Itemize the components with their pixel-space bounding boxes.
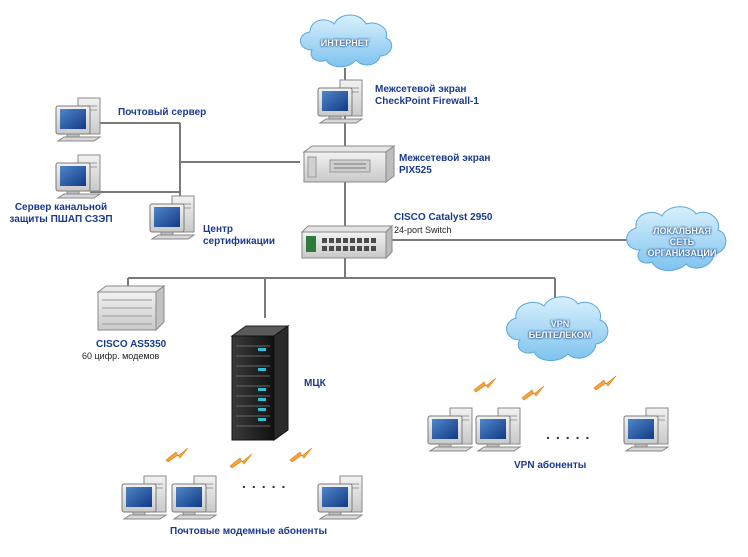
firewall-checkpoint-label-line2: CheckPoint Firewall-1: [375, 96, 479, 107]
vpn-cloud-label-line1: VPN: [550, 319, 570, 329]
catalyst-label: CISCO Catalyst 2950: [394, 212, 493, 223]
modem-subscriber-computer: [171, 475, 217, 520]
catalyst-sublabel: 24-port Switch: [394, 225, 452, 235]
vpn-subscriber-computer: [475, 407, 521, 452]
pix525-appliance: [302, 145, 396, 183]
modem-subscribers-label: Почтовые модемные абоненты: [170, 526, 328, 537]
lan-cloud-label-line1: ЛОКАЛЬНАЯ: [653, 226, 711, 236]
vpn-cloud-label-line2: БЕЛТЕЛЕКОМ: [528, 330, 592, 340]
wireless-link-icon: [473, 377, 497, 393]
modem-subscriber-computer: [121, 475, 167, 520]
mck-label: МЦК: [304, 378, 326, 389]
internet-cloud: [300, 14, 393, 68]
firewall-pix-label-line1: Межсетевой экран: [399, 153, 491, 164]
firewall-checkpoint-label: Межсетевой экран CheckPoint Firewall-1: [375, 84, 479, 108]
lan-cloud: [626, 206, 727, 271]
channel-protection-server-label-line2: защиты ПШАП СЗЭП: [9, 214, 113, 225]
vpn-subscriber-computer: [623, 407, 669, 452]
certification-center-computer: [149, 195, 195, 240]
certification-center-label-line2: сертификации: [203, 236, 276, 247]
vpn-subscriber-computer: [427, 407, 473, 452]
mck-rack: [230, 325, 290, 441]
firewall-checkpoint-computer: [317, 79, 363, 124]
channel-protection-server-label: Сервер канальной защиты ПШАП СЗЭП: [6, 202, 116, 226]
firewall-checkpoint-label-line1: Межсетевой экран: [375, 84, 467, 95]
as5350-label: CISCO AS5350: [96, 339, 167, 350]
lan-cloud-label: ЛОКАЛЬНАЯ СЕТЬ ОРГАНИЗАЦИИ: [640, 226, 724, 259]
wireless-link-icon: [289, 447, 313, 463]
wireless-link-icon: [229, 453, 253, 469]
certification-center-label: Центр сертификации: [203, 224, 275, 248]
vpn-subscribers-label: VPN абоненты: [514, 460, 587, 471]
lan-cloud-label-line2: СЕТЬ: [669, 237, 695, 247]
certification-center-label-line1: Центр: [203, 224, 234, 235]
lan-cloud-label-line3: ОРГАНИЗАЦИИ: [647, 248, 717, 258]
firewall-pix-label-line2: PIX525: [399, 165, 432, 176]
as5350-sublabel: 60 цифр. модемов: [82, 351, 160, 361]
channel-protection-server-label-line1: Сервер канальной: [14, 202, 108, 213]
internet-cloud-label: ИНТЕРНЕТ: [320, 38, 370, 48]
wireless-link-icon: [521, 385, 545, 401]
cisco-as5350-device: [96, 285, 166, 332]
catalyst-switch: [300, 224, 394, 260]
mail-server-computer: [55, 97, 101, 142]
modem-more-dots: .....: [242, 475, 292, 491]
firewall-pix-label: Межсетевой экран PIX525: [399, 153, 490, 177]
vpn-more-dots: .....: [546, 426, 596, 442]
connection-lines: [90, 68, 630, 318]
modem-subscriber-computer: [317, 475, 363, 520]
vpn-cloud-label: VPN БЕЛТЕЛЕКОМ: [518, 319, 602, 341]
vpn-cloud: [506, 296, 609, 361]
mail-server-label: Почтовый сервер: [118, 107, 207, 118]
wireless-link-icon: [593, 375, 617, 391]
wireless-link-icon: [165, 447, 189, 463]
